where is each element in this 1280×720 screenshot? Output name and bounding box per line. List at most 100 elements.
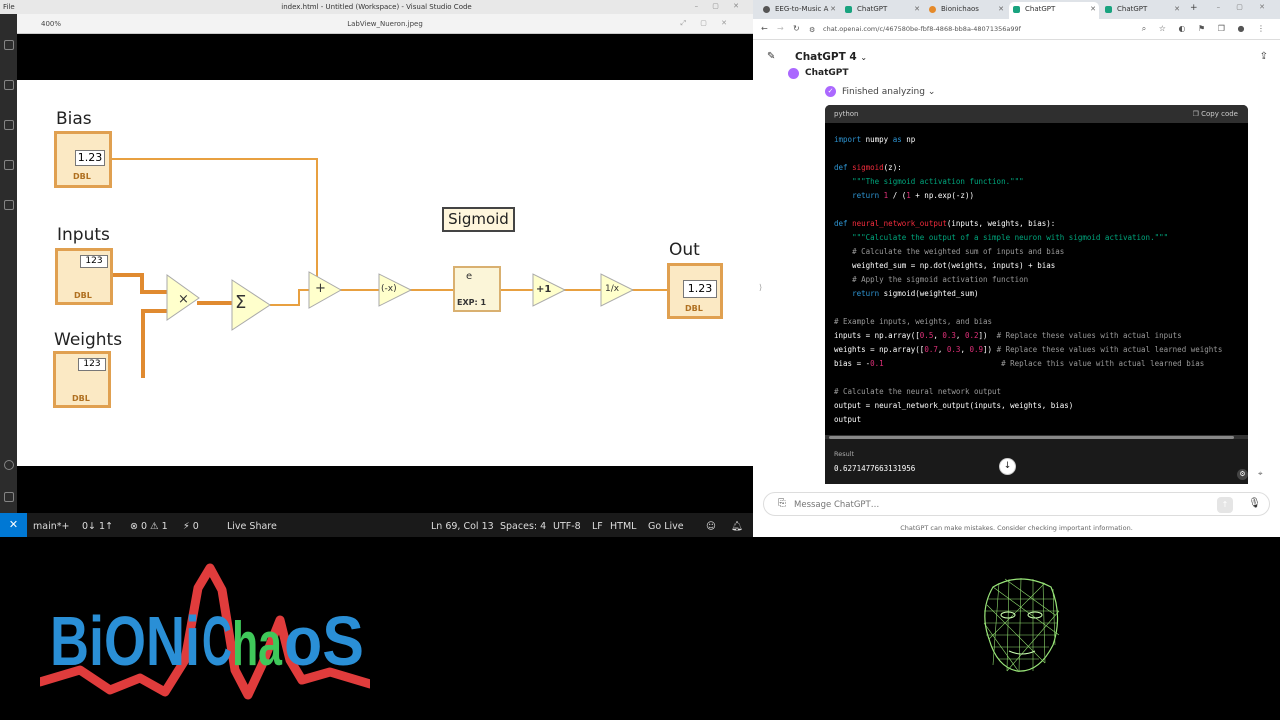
- browser-tab-3[interactable]: Bionichaos✕: [925, 2, 1007, 19]
- send-button[interactable]: ↑: [1217, 497, 1233, 513]
- author-name: ChatGPT: [805, 68, 849, 78]
- svg-text:oS: oS: [284, 602, 364, 680]
- copy-code-button[interactable]: ❐ Copy code: [1192, 110, 1238, 118]
- code-content[interactable]: import numpy as np​def sigmoid(z): """Th…: [834, 133, 1222, 427]
- scroll-down-button[interactable]: ↓: [999, 458, 1016, 475]
- end-of-line[interactable]: LF: [592, 521, 603, 532]
- window-controls[interactable]: – ▢ ✕: [694, 2, 745, 10]
- notifications-bell-icon[interactable]: 🔔︎: [731, 521, 744, 532]
- code-line: inputs = np.array([0.5, 0.3, 0.2]) # Rep…: [834, 331, 1182, 340]
- increment-node: [532, 273, 567, 307]
- code-line: # Apply the sigmoid activation function: [852, 275, 1029, 284]
- tab-close-icon[interactable]: ✕: [998, 5, 1004, 13]
- chatgpt-header: ✎ ChatGPT 4 ⌄ ⇪: [753, 40, 1280, 72]
- tab-close-icon[interactable]: ✕: [1174, 5, 1180, 13]
- live-share-button[interactable]: Live Share: [227, 521, 277, 532]
- image-canvas-bottom: [17, 466, 753, 513]
- browser-tab-5[interactable]: ChatGPT ✕: [1101, 2, 1183, 19]
- explorer-icon[interactable]: [4, 40, 14, 50]
- new-tab-icon[interactable]: +: [1190, 3, 1198, 13]
- sum-node: [231, 279, 271, 331]
- encoding[interactable]: UTF-8: [553, 521, 581, 532]
- reciprocal-symbol: 1/x: [605, 284, 620, 294]
- increment-symbol: +1: [536, 284, 552, 295]
- window-title: index.html - Untitled (Workspace) - Visu…: [281, 3, 472, 11]
- sync-status[interactable]: 0↓ 1↑: [82, 521, 114, 532]
- zoom-level[interactable]: 400%: [41, 20, 62, 28]
- code-line: # Calculate the neural network output: [834, 387, 1002, 396]
- code-line: bias = -0.1 # Replace this value with ac…: [834, 359, 1205, 368]
- ports-status[interactable]: ⚡ 0: [183, 521, 199, 532]
- browser-tab-1[interactable]: EEG-to-Music A✕: [759, 2, 839, 19]
- code-line: # Example inputs, weights, and bias: [834, 317, 993, 326]
- browser-toolbar-icons[interactable]: ⌕ ☆ ◐ ⚑ ❐ ● ⋮: [1141, 24, 1270, 33]
- status-bar: ✕ main*+ 0↓ 1↑ ⊗ 0 ⚠ 1 ⚡ 0 Live Share Ln…: [0, 513, 753, 537]
- chatgpt-avatar-icon: [788, 68, 799, 79]
- code-line: ​: [834, 301, 1222, 315]
- tab-close-icon[interactable]: ✕: [830, 5, 836, 13]
- weights-array-value: 123: [78, 358, 106, 371]
- sidebar-toggle-icon[interactable]: ⟩: [759, 283, 763, 292]
- result-label: Result: [834, 450, 855, 458]
- disclaimer: ChatGPT can make mistakes. Consider chec…: [900, 524, 1133, 532]
- browser-tab-2[interactable]: ChatGPT✕: [841, 2, 923, 19]
- weights-array-control[interactable]: 123 DBL: [53, 351, 111, 408]
- tab-close-icon[interactable]: ✕: [1090, 5, 1096, 13]
- code-line: return 1 / (1 + np.exp(-z)): [852, 191, 974, 200]
- manage-gear-icon[interactable]: [4, 492, 14, 502]
- tab-favicon-icon: [1013, 6, 1020, 13]
- bias-value: 1.23: [75, 150, 105, 166]
- settings-gear-icon[interactable]: ⚙: [1237, 469, 1248, 480]
- reload-icon[interactable]: ↻: [793, 24, 800, 33]
- scrollbar-thumb[interactable]: [829, 436, 1234, 439]
- code-line: ​: [834, 147, 1222, 161]
- inputs-label: Inputs: [57, 225, 110, 245]
- image-viewer-header: 400% LabView_Nueron.jpeg ⤢ ▢ ✕: [17, 14, 753, 34]
- source-control-icon[interactable]: [4, 120, 14, 130]
- url-field[interactable]: chat.openai.com/c/467580be-fbf8-4868-bb8…: [823, 25, 1021, 33]
- extensions-icon[interactable]: [4, 200, 14, 210]
- code-line: ​: [834, 371, 1222, 385]
- browser-tab-4-active[interactable]: ChatGPT✕: [1009, 2, 1099, 19]
- code-horizontal-scrollbar[interactable]: [825, 435, 1248, 439]
- run-debug-icon[interactable]: [4, 160, 14, 170]
- language-mode[interactable]: HTML: [610, 521, 637, 532]
- viewer-controls[interactable]: ⤢ ▢ ✕: [680, 19, 733, 27]
- message-input[interactable]: [794, 497, 1194, 512]
- share-icon[interactable]: ⇪: [1259, 51, 1268, 62]
- code-block: python ❐ Copy code import numpy as np​de…: [825, 105, 1248, 435]
- microphone-icon[interactable]: 🎙︎: [1248, 498, 1261, 509]
- back-icon[interactable]: ←: [761, 24, 768, 33]
- tab-close-icon[interactable]: ✕: [914, 5, 920, 13]
- search-icon[interactable]: [4, 80, 14, 90]
- sigmoid-label: Sigmoid: [442, 207, 515, 232]
- chevron-down-icon: ⌄: [860, 53, 868, 62]
- result-value: 0.6271477663131956: [834, 464, 916, 473]
- go-live-button[interactable]: Go Live: [648, 521, 684, 532]
- sum-symbol: Σ: [235, 292, 247, 313]
- site-info-icon[interactable]: ⚙: [809, 26, 816, 34]
- cursor-position[interactable]: Ln 69, Col 13: [431, 521, 494, 532]
- model-selector[interactable]: ChatGPT 4 ⌄: [795, 51, 867, 63]
- indentation[interactable]: Spaces: 4: [500, 521, 547, 532]
- out-value: 1.23: [683, 280, 717, 298]
- out-indicator[interactable]: 1.23 DBL: [667, 263, 723, 319]
- model-name: ChatGPT 4: [795, 51, 857, 63]
- branch-status[interactable]: main*+: [33, 521, 70, 532]
- code-block-header: python ❐ Copy code: [825, 105, 1248, 123]
- vscode-title-bar: File index.html - Untitled (Workspace) -…: [0, 0, 753, 14]
- copilot-icon[interactable]: ☺: [706, 521, 716, 532]
- bias-control[interactable]: 1.23 DBL: [54, 131, 112, 188]
- remote-icon[interactable]: ✕: [0, 513, 27, 537]
- labview-diagram: Bias 1.23 DBL Inputs 123 DBL Weights 123…: [17, 80, 753, 466]
- inputs-array-control[interactable]: 123 DBL: [55, 248, 113, 305]
- new-chat-icon[interactable]: ✎: [767, 51, 776, 62]
- image-tab-title[interactable]: LabView_Nueron.jpeg: [347, 20, 423, 28]
- forward-icon[interactable]: →: [777, 24, 784, 33]
- account-icon[interactable]: [4, 460, 14, 470]
- attach-icon[interactable]: ⎘: [778, 498, 786, 509]
- file-menu[interactable]: File: [3, 3, 15, 11]
- chrome-window-controls[interactable]: – ▢ ✕: [1216, 3, 1272, 11]
- browser-tab-label: ChatGPT: [1117, 5, 1148, 13]
- problems-status[interactable]: ⊗ 0 ⚠ 1: [130, 521, 168, 532]
